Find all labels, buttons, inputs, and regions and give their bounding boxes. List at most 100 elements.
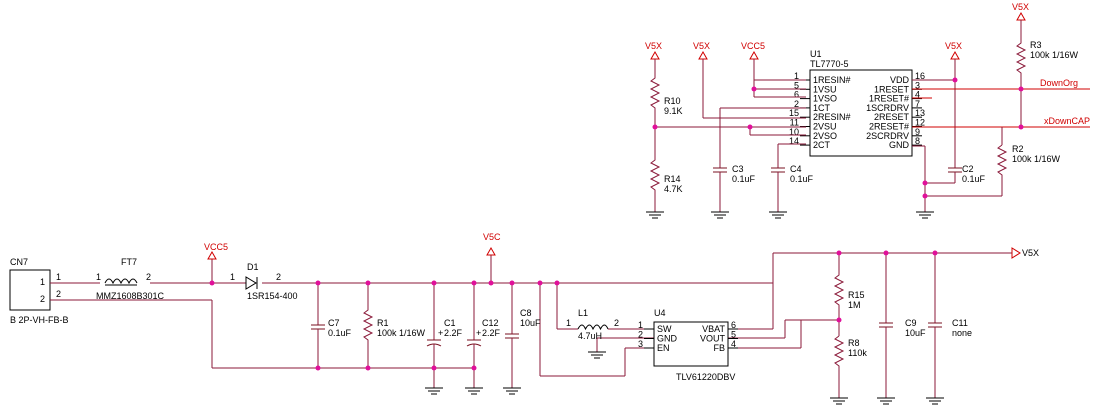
c11-ref: C11 [952,318,968,328]
pin-name: 1RESET# [869,94,909,104]
ground-icon [916,211,934,219]
power-vcc5-lower: VCC5 [204,242,228,260]
capacitor-c12: C12 + 2.2F [465,283,501,395]
ferrite-ft7: FT7 1 2 MMZ1608B301C [96,257,165,301]
power-label-vcc5: VCC5 [741,41,765,51]
c3-ref: C3 [732,164,744,174]
capacitor-c4: C4 0.1uF [769,164,814,219]
pin-number: 10 [789,127,799,137]
capacitor-c1: C1 + 2.2F [425,283,463,395]
pin-name: 2RESET [874,112,910,122]
power-label-v5x: V5X [945,41,962,51]
l1-pin2: 2 [614,318,619,328]
connector-cn7: CN7 1 2 B 2P-VH-FB-B 1 2 [9,257,69,325]
power-label-vcc5: VCC5 [204,242,228,252]
power-v5x-top2: V5X [693,41,710,60]
pin-number: 8 [915,136,920,146]
pin-number: 1 [638,320,643,330]
ground-icon [711,211,729,219]
pin-name: 2VSO [813,131,837,141]
u4-ref: U4 [654,308,666,318]
pin-number: 6 [794,90,799,100]
c7-value: 0.1uF [328,328,352,338]
u1-part: TL7770-5 [810,59,849,69]
u1-ref: U1 [810,49,822,59]
r1-ref: R1 [377,318,389,328]
l1-value: 4.7uH [578,331,602,341]
u4-right-pin-6: 6 VBAT [702,320,738,334]
power-vcc5-top: VCC5 [741,41,765,60]
pin-name: 2VSU [813,122,837,132]
lower-wiring [50,252,1012,377]
ground-icon [425,387,443,395]
r3-ref: R3 [1030,40,1042,50]
r2-ref: R2 [1012,144,1024,154]
u1-wiring [655,59,1090,197]
resistor-r1: R1 100k 1/16W [362,283,426,368]
pin-number: 3 [915,80,920,90]
u1-left-pin-14: 14 2CT [789,136,831,150]
r1-value: 100k 1/16W [377,328,426,338]
cn7-ref: CN7 [10,257,28,267]
pin-number: 4 [915,90,920,100]
c1-value: 2.2F [444,328,463,338]
ground-icon [926,397,944,405]
pin-number: 1 [794,71,799,81]
c9-ref: C9 [905,318,917,328]
c1-plus: + [438,328,443,338]
u1-left-pin-6: 6 1VSO [794,90,837,104]
u4-body [653,321,729,367]
resistor-r2: R2 100k 1/16W [996,144,1061,185]
pin-number: 6 [731,320,736,330]
pin-name: 1VSO [813,94,837,104]
r15-ref: R15 [848,290,865,300]
pin-number: 7 [915,99,920,109]
pin-name: 2CT [813,140,831,150]
cn7-pin2-inner: 2 [40,294,45,304]
pin-name: GND [889,140,910,150]
pin-number: 4 [731,339,736,349]
c4-value: 0.1uF [790,174,814,184]
capacitor-c8: C8 10uF [503,283,541,395]
u4-part: TLV61220DBV [676,372,735,382]
pin-name: 1CT [813,103,831,113]
pin-number: 5 [731,330,736,340]
r14-value: 4.7K [664,184,683,194]
power-label-v5x: V5X [693,41,710,51]
r15-value: 1M [848,300,861,310]
pin-name: 1RESET [874,84,910,94]
u1-right-pin-8: 8 GND [889,136,922,150]
pin-number: 14 [789,136,799,146]
ground-icon [588,351,606,359]
pin-name: VDD [890,75,910,85]
power-v5c: V5C [483,232,501,256]
c12-value: 2.2F [482,328,501,338]
power-label-v5x: V5X [1012,2,1029,12]
ft7-pin1: 1 [96,272,101,282]
pin-name: 1VSU [813,84,837,94]
power-label-v5c: V5C [483,232,501,242]
pin-name: VBAT [702,324,725,334]
r10-value: 9.1K [664,106,683,116]
capacitor-c7: C7 0.1uF [311,283,352,368]
ft7-ref: FT7 [121,257,137,267]
resistor-r10: R10 9.1K [649,70,683,127]
d1-ref: D1 [247,262,259,272]
pin-name: 2RESIN# [813,112,851,122]
r8-ref: R8 [848,338,860,348]
power-v5x-r10: V5X [645,41,662,70]
power-v5x-c2: V5X [945,41,962,60]
c1-ref: C1 [444,318,456,328]
ground-icon [769,211,787,219]
